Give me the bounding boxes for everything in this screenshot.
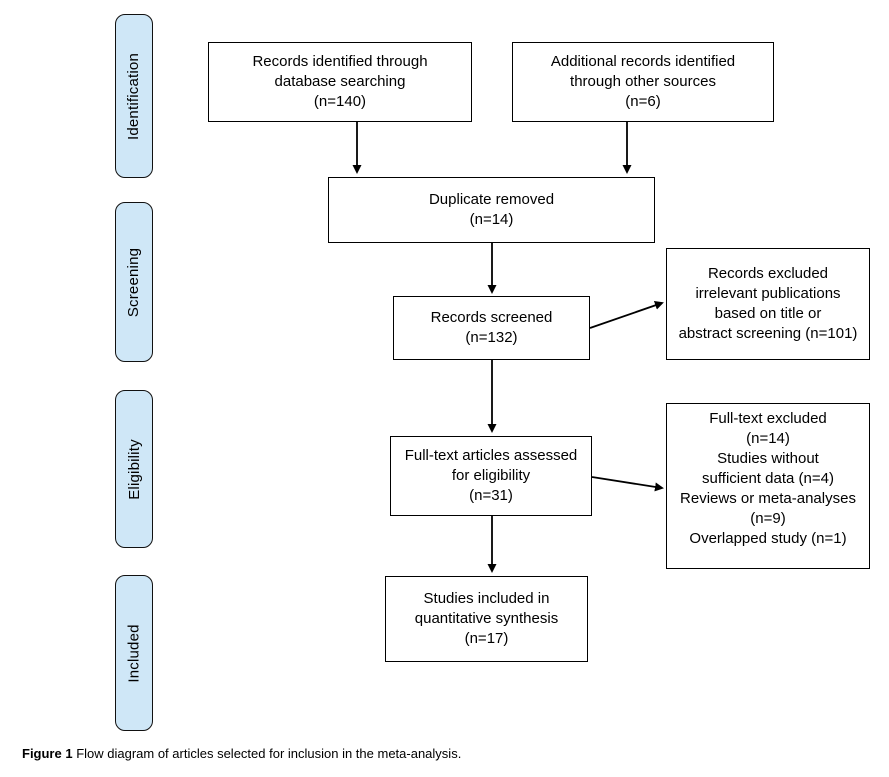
- stage-label-text: Included: [125, 623, 143, 683]
- box-duplicate-removed: Duplicate removed (n=14): [328, 177, 655, 243]
- arrow-fulltext-to-excluded: [591, 476, 664, 492]
- box-text: Records screened (n=132): [430, 309, 553, 346]
- box-text: Duplicate removed (n=14): [428, 191, 555, 228]
- stage-label-text: Identification: [125, 52, 143, 140]
- box-text: Full-text articles assessed for eligibil…: [404, 447, 578, 504]
- stage-label-screening: Screening: [115, 202, 153, 362]
- box-text: Studies included in quantitative synthes…: [414, 590, 559, 647]
- box-text: Additional records identified through ot…: [550, 53, 736, 110]
- box-records-identified: Records identified through database sear…: [208, 42, 472, 122]
- box-text: Records excluded irrelevant publications…: [678, 265, 858, 342]
- stage-label-text: Screening: [125, 247, 143, 317]
- box-records-excluded: Records excluded irrelevant publications…: [666, 248, 870, 360]
- box-text: Full-text excluded (n=14) Studies withou…: [680, 410, 856, 547]
- box-records-screened: Records screened (n=132): [393, 296, 590, 360]
- stage-label-eligibility: Eligibility: [115, 390, 153, 548]
- figure-caption: Figure 1 Flow diagram of articles select…: [22, 746, 461, 762]
- figure-caption-label: Figure 1: [22, 746, 73, 761]
- stage-label-included: Included: [115, 575, 153, 731]
- box-additional-records: Additional records identified through ot…: [512, 42, 774, 122]
- figure-caption-text: Flow diagram of articles selected for in…: [72, 746, 462, 761]
- box-text: Records identified through database sear…: [252, 53, 428, 110]
- box-fulltext-excluded: Full-text excluded (n=14) Studies withou…: [666, 403, 870, 569]
- box-fulltext-assessed: Full-text articles assessed for eligibil…: [390, 436, 592, 516]
- box-studies-included: Studies included in quantitative synthes…: [385, 576, 588, 662]
- arrow-screened-to-excluded: [589, 301, 664, 329]
- stage-label-text: Eligibility: [125, 438, 143, 500]
- stage-label-identification: Identification: [115, 14, 153, 178]
